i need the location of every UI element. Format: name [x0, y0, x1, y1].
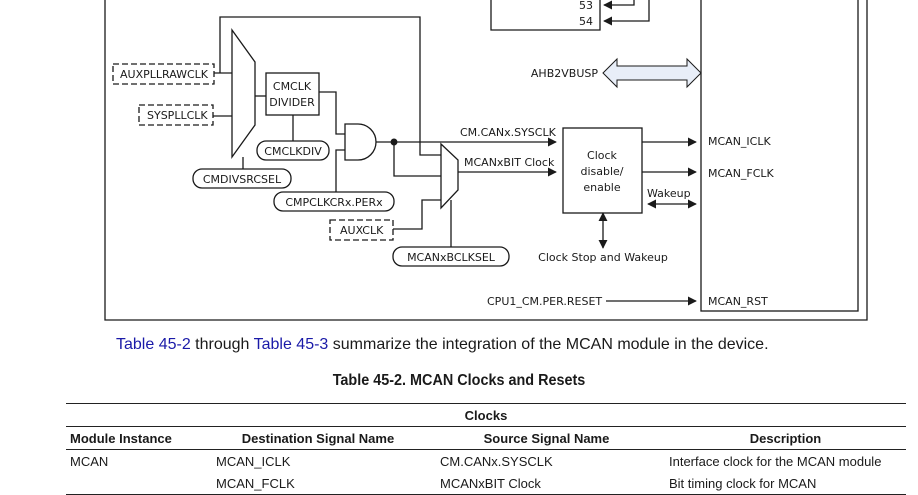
- table-row: MCAN MCAN_ICLK CM.CANx.SYSCLK Interface …: [66, 450, 906, 473]
- interrupt-box: [490, 0, 601, 31]
- gate-label-3: enable: [583, 181, 621, 194]
- table-45-2-link[interactable]: Table 45-2: [116, 336, 191, 353]
- syspllclk-box: [138, 104, 214, 126]
- table-cell: MCAN: [70, 453, 109, 469]
- intro-text-1: through: [190, 336, 254, 353]
- table-cell: MCAN_FCLK: [208, 472, 428, 495]
- gate-label-1: Clock: [587, 149, 618, 162]
- int54-label: 54: [579, 15, 593, 28]
- sysclk-label: CM.CANx.SYSCLK: [460, 126, 557, 139]
- bitclock-label: MCANxBIT Clock: [464, 156, 555, 169]
- reset-source-label: CPU1_CM.PER.RESET: [487, 295, 602, 308]
- table-row: MCAN_FCLK MCANxBIT Clock Bit timing cloc…: [66, 472, 906, 495]
- mcanbclksel-label: MCANxBCLKSEL: [407, 251, 496, 264]
- int53-label: 53: [579, 0, 593, 12]
- column-header: Destination Signal Name: [208, 426, 428, 450]
- group-header: Clocks: [66, 403, 906, 427]
- table-title: Table 45-2. MCAN Clocks and Resets: [332, 372, 586, 389]
- auxpllrawclk-label: AUXPLLRAWCLK: [120, 68, 209, 81]
- mcan-module-box: [700, 0, 859, 312]
- cmclkdiv-label: CMCLKDIV: [264, 145, 322, 158]
- divider-label-1: CMCLK: [273, 80, 312, 93]
- cmdivsrcsel-label: CMDIVSRCSEL: [203, 173, 282, 186]
- column-header: Description: [665, 426, 906, 450]
- bus-label: AHB2VBUSP: [531, 67, 598, 80]
- int53-line: [603, 0, 635, 10]
- port-rst-label: MCAN_RST: [708, 295, 768, 308]
- int54-line: [603, 0, 650, 26]
- port-iclk-label: MCAN_ICLK: [708, 135, 771, 148]
- gate-label-2: disable/: [580, 165, 623, 178]
- auxclk-label: AUXCLK: [340, 224, 384, 237]
- outer-frame: [104, 0, 868, 321]
- syspllclk-label: SYSPLLCLK: [147, 109, 208, 122]
- divider-label-2: DIVIDER: [269, 96, 315, 109]
- cmpclkcr-label: CMPCLKCRx.PERx: [285, 196, 383, 209]
- clocks-table: Clocks Module Instance Destination Signa…: [66, 403, 906, 495]
- and-gate: [344, 123, 377, 161]
- wakeup-label: Wakeup: [647, 187, 691, 200]
- aux-loop-wire: [219, 16, 441, 156]
- table-cell: Bit timing clock for MCAN: [665, 472, 906, 495]
- ahb-bus-arrow: [602, 57, 702, 89]
- table-cell: CM.CANx.SYSCLK: [440, 453, 553, 469]
- port-fclk-label: MCAN_FCLK: [708, 167, 775, 180]
- auxclk-box: [329, 219, 394, 241]
- table-cell: Interface clock for the MCAN module: [669, 453, 882, 469]
- cmclkdiv-register: [256, 140, 330, 161]
- table-45-3-link[interactable]: Table 45-3: [253, 336, 329, 353]
- intro-paragraph: Table 45-2 through Table 45-3 summarize …: [116, 336, 769, 354]
- column-header: Source Signal Name: [428, 426, 665, 450]
- cmdivsrcsel-register: [192, 168, 292, 189]
- table-cell: MCANxBIT Clock: [428, 472, 665, 495]
- column-header: Module Instance: [66, 426, 208, 450]
- clock-stop-label: Clock Stop and Wakeup: [538, 251, 668, 264]
- table-cell: MCAN_ICLK: [216, 453, 291, 469]
- mcan-clock-diagram: AUXPLLRAWCLK SYSPLLCLK AUXCLK CMCLK DIVI…: [104, 0, 868, 321]
- auxpllrawclk-box: [112, 63, 215, 85]
- bitclock-mux: [440, 142, 459, 210]
- source-mux: [231, 27, 256, 160]
- table-cell: [66, 472, 208, 495]
- mcanbclksel-register: [392, 246, 510, 267]
- intro-text-2: summarize the integration of the MCAN mo…: [328, 336, 769, 353]
- cmpclkcr-register: [273, 191, 395, 212]
